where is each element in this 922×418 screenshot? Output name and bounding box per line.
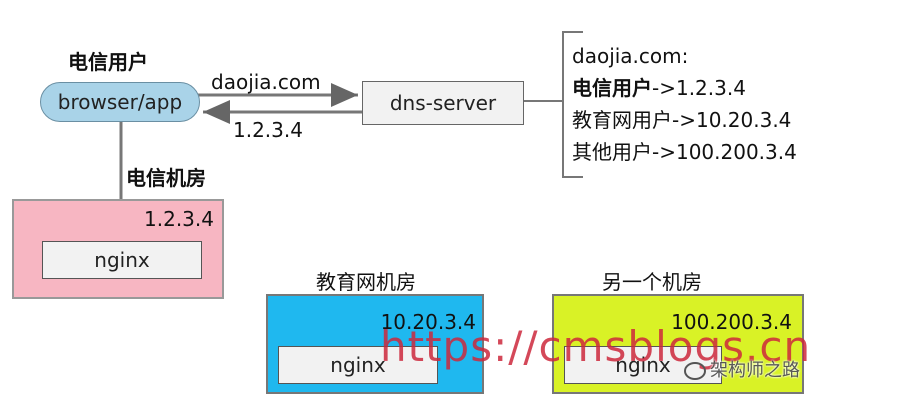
watermark-logo-text: 架构师之路 (710, 360, 800, 381)
dns-table-domain: daojia.com: (572, 44, 689, 68)
telecom-user-label: 电信用户 (68, 50, 148, 74)
dns-row-user: 教育网用户 (572, 108, 672, 132)
edu-room-ip: 10.20.3.4 (380, 310, 476, 334)
browser-app-label: browser/app (57, 90, 183, 114)
dns-table-row-other: 其他用户->100.200.3.4 (572, 136, 797, 168)
telecom-room-ip: 1.2.3.4 (144, 207, 214, 231)
watermark-logo: 架构师之路 (684, 356, 800, 382)
dns-row-ip: ->100.200.3.4 (652, 140, 797, 164)
dns-server-node[interactable]: dns-server (362, 81, 524, 125)
nginx-node-edu[interactable]: nginx (278, 346, 438, 384)
dns-resolution-table: daojia.com: 电信用户->1.2.3.4 教育网用户->10.20.3… (572, 40, 797, 168)
dns-row-user: 电信用户 (572, 76, 652, 100)
dns-row-ip: ->10.20.3.4 (672, 108, 792, 132)
edu-room: 10.20.3.4 nginx (266, 294, 484, 394)
nginx-node-telecom[interactable]: nginx (42, 241, 202, 279)
dns-row-ip: ->1.2.3.4 (652, 76, 746, 100)
other-room: 100.200.3.4 nginx (552, 294, 804, 394)
response-ip-label: 1.2.3.4 (233, 118, 303, 142)
nginx-label: nginx (615, 353, 671, 377)
dns-row-user: 其他用户 (572, 140, 652, 164)
other-room-label: 另一个机房 (602, 270, 702, 294)
wechat-icon (684, 362, 706, 380)
edu-room-label: 教育网机房 (316, 270, 416, 294)
telecom-room: 1.2.3.4 nginx (12, 199, 224, 299)
request-domain-label: daojia.com (211, 70, 321, 94)
nginx-label: nginx (94, 248, 150, 272)
nginx-label: nginx (330, 353, 386, 377)
dns-server-label: dns-server (389, 91, 497, 115)
browser-app-node[interactable]: browser/app (40, 82, 200, 122)
dns-table-bracket (562, 31, 583, 178)
dns-table-row-edu: 教育网用户->10.20.3.4 (572, 104, 797, 136)
dns-table-row-telecom: 电信用户->1.2.3.4 (572, 72, 797, 104)
telecom-room-label: 电信机房 (126, 166, 206, 190)
watermark-url: https://cmsblogs.cn (380, 322, 812, 371)
other-room-ip: 100.200.3.4 (671, 310, 792, 334)
